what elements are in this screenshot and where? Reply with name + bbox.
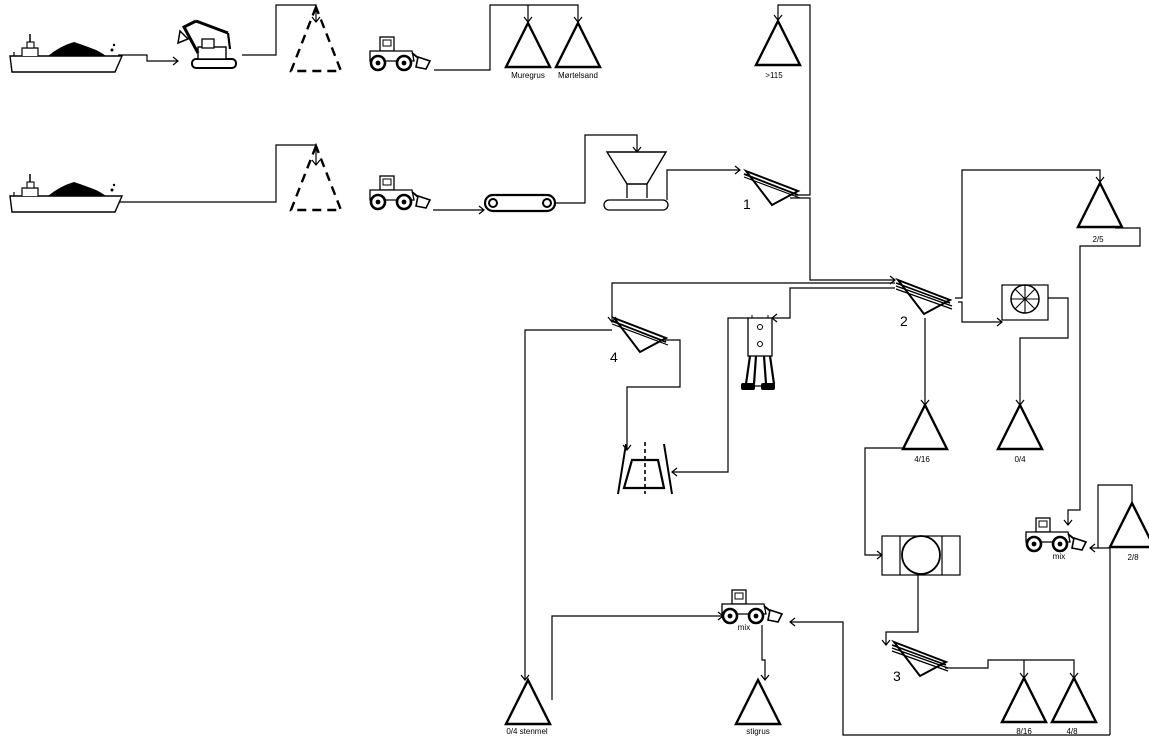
label-gt115: >115: [765, 71, 783, 80]
pile-stigrus: [734, 678, 782, 726]
drum-washer-icon: [881, 535, 961, 576]
label-2-5: 2/5: [1092, 235, 1104, 244]
cone-crusher-icon: [617, 442, 673, 495]
label-0-4-stenmel: 0/4 stenmel: [506, 727, 548, 736]
label-4-16: 4/16: [914, 455, 930, 464]
pile-2-5: [1076, 181, 1124, 229]
number-4: 4: [610, 349, 618, 365]
ship-icon-2: [9, 173, 123, 213]
label-0-4: 0/4: [1014, 455, 1026, 464]
labels: Muregrus Mørtelsand >115 2/5 4/16 0/4 2/…: [506, 71, 1139, 736]
pile-4-16: [901, 403, 949, 451]
pile-2-8: [1108, 501, 1149, 549]
screen-2-icon: [895, 279, 953, 315]
hopper-feeder-icon: [603, 151, 669, 211]
ship-icon-1: [9, 33, 123, 73]
label-mix-1: mix: [1053, 552, 1065, 561]
wheel-loader-icon-2: [368, 174, 432, 211]
label-muregrus: Muregrus: [511, 71, 545, 80]
label-4-8: 4/8: [1066, 727, 1078, 736]
pile-0-4: [996, 403, 1044, 451]
screen-1-icon: [743, 170, 801, 206]
label-8-16: 8/16: [1016, 727, 1032, 736]
label-2-8: 2/8: [1127, 553, 1139, 562]
label-stigrus: stigrus: [746, 727, 770, 736]
flow-lines: [118, 4, 1141, 736]
pile-8-16: [1000, 676, 1048, 724]
screen-4-icon: [611, 317, 669, 353]
rotor-crusher-icon: [1001, 284, 1049, 321]
wheel-loader-mix-icon-1: [1024, 516, 1088, 553]
pile-4-8: [1050, 676, 1098, 724]
pile-muregrus: [504, 21, 552, 69]
wheel-loader-icon-1: [368, 35, 432, 72]
pile-0-4-stenmel: [504, 678, 552, 726]
conveyor-icon: [483, 193, 557, 213]
wheel-loader-mix-icon-2: [720, 588, 784, 625]
label-mortelsand: Mørtelsand: [558, 71, 598, 80]
excavator-icon: [176, 19, 238, 70]
number-2: 2: [900, 313, 908, 329]
number-1: 1: [743, 196, 751, 212]
pile-gt115: [754, 19, 802, 67]
number-3: 3: [893, 668, 901, 684]
vertical-mill-icon: [741, 315, 776, 390]
label-mix-2: mix: [738, 623, 750, 632]
pile-mortelsand: [554, 21, 602, 69]
